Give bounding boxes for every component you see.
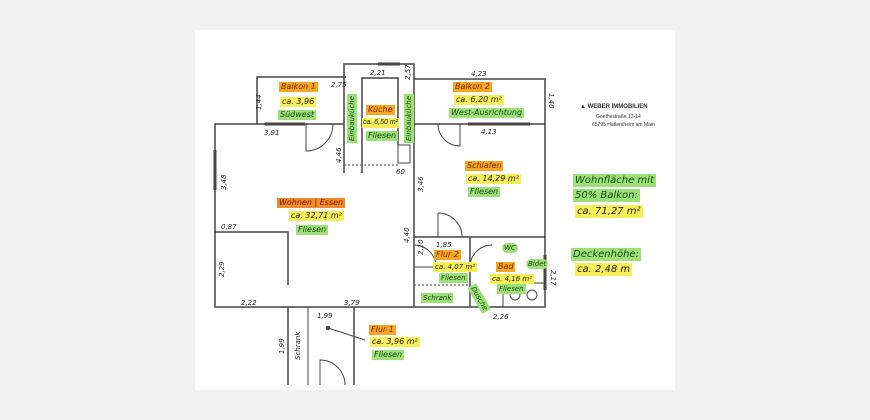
room-flur2-closet: Schrank bbox=[421, 293, 454, 303]
dimension-label: 1,44 bbox=[255, 94, 263, 110]
room-bad-floor: Fliesen bbox=[497, 284, 526, 294]
living-area-label-2: 50% Balkon: bbox=[573, 189, 640, 202]
logo-icon-company: ▲ WEBER IMMOBILIEN bbox=[580, 104, 648, 110]
room-balkon1-name: Balkon 1 bbox=[279, 82, 318, 92]
room-balkon2-name: Balkon 2 bbox=[453, 82, 492, 92]
room-schlafen-area: ca. 14,29 m² bbox=[466, 174, 521, 184]
room-flur2-area: ca. 4,07 m² bbox=[433, 262, 478, 272]
room-balkon1-area: ca. 3,96 bbox=[280, 97, 317, 107]
dimension-label: 4,40 bbox=[403, 227, 411, 243]
dimension-label: 4,46 bbox=[335, 147, 343, 163]
room-bad-area: ca. 4,16 m² bbox=[490, 274, 535, 284]
room-kueche-floor: Fliesen bbox=[366, 131, 399, 141]
room-wohnen-area: ca. 32,71 m² bbox=[289, 211, 344, 221]
dimension-label: 2,75 bbox=[331, 81, 347, 89]
room-bad-name: Bad bbox=[496, 262, 516, 272]
room-wohnen-name: Wohnen | Essen bbox=[277, 198, 346, 208]
dimension-label: 60 bbox=[396, 168, 405, 176]
logo-street: Goethestraße 12-14 bbox=[596, 114, 641, 120]
dimension-label: 2,17 bbox=[549, 270, 557, 286]
room-flur1-floor: Fliesen bbox=[372, 350, 405, 360]
dimension-label: 2,57 bbox=[404, 64, 412, 80]
living-area-value: ca. 71,27 m² bbox=[575, 205, 643, 218]
wc-fixture: WC bbox=[502, 243, 518, 253]
room-balkon2-area: ca. 6,20 m² bbox=[454, 95, 504, 105]
room-kueche-name: Küche bbox=[366, 105, 395, 115]
room-flur1-name: Flur 1 bbox=[369, 325, 396, 335]
dimension-label: 3,48 bbox=[220, 174, 228, 190]
logo-city: 65795 Hattersheim am Main bbox=[592, 122, 655, 128]
kitchen-unit-left: Einbauküche bbox=[347, 93, 357, 143]
dimension-label: 2,22 bbox=[241, 299, 257, 307]
dimension-label: 2,10 bbox=[417, 239, 425, 255]
bidet-fixture: Bidet bbox=[526, 259, 549, 269]
ceiling-height-label: Deckenhöhe: bbox=[571, 248, 641, 261]
room-wohnen-floor: Fliesen bbox=[296, 225, 329, 235]
dimension-label: 4,23 bbox=[471, 70, 487, 78]
dimension-label: 1,85 bbox=[436, 241, 452, 249]
room-flur2-name: Flur 2 bbox=[434, 250, 461, 260]
dimension-label: 1,99 bbox=[278, 338, 286, 354]
dimension-label: 3,91 bbox=[264, 129, 280, 137]
room-flur2-floor: Fliesen bbox=[439, 273, 468, 283]
logo-company: WEBER IMMOBILIEN bbox=[587, 104, 648, 110]
dimension-label: 2,29 bbox=[218, 261, 226, 277]
living-area-label-1: Wohnfläche mit bbox=[573, 174, 656, 187]
dimension-label: 0,87 bbox=[221, 223, 237, 231]
ceiling-height-value: ca. 2,48 m bbox=[575, 263, 633, 276]
dimension-label: 3,46 bbox=[417, 176, 425, 192]
dimension-label: 4,13 bbox=[481, 128, 497, 136]
room-flur1-area: ca. 3,96 m² bbox=[370, 337, 420, 347]
room-balkon1-note: Südwest bbox=[278, 110, 316, 120]
room-flur1-closet: Schrank bbox=[294, 331, 302, 360]
dimension-label: 2,26 bbox=[493, 313, 509, 321]
kitchen-unit-right: Einbauküche bbox=[404, 93, 414, 143]
dimension-label: 1,40 bbox=[547, 93, 555, 109]
dimension-label: 3,79 bbox=[344, 299, 360, 307]
room-schlafen-floor: Fliesen bbox=[468, 187, 501, 197]
dimension-label: 1,99 bbox=[317, 312, 333, 320]
room-kueche-area: ca. 6,50 m² bbox=[362, 118, 400, 128]
dimension-label: 2,21 bbox=[370, 69, 386, 77]
room-schlafen-name: Schlafen bbox=[465, 161, 504, 171]
room-balkon2-note: West-Ausrichtung bbox=[449, 108, 525, 118]
